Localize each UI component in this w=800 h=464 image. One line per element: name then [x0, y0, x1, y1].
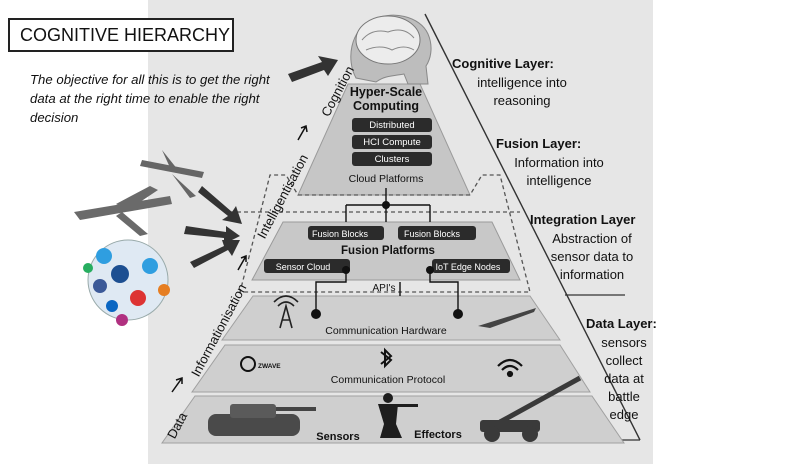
iot-edge-bar: [432, 259, 510, 273]
bar-label-hci-compute: HCI Compute: [363, 137, 421, 148]
hyper-scale-label: Hyper-Scale: [350, 85, 422, 99]
server-bar-stack: [352, 118, 432, 166]
bar-label-clusters: Clusters: [375, 154, 410, 165]
communication-protocol-tier: [191, 344, 591, 393]
airplane-icon: [74, 186, 172, 236]
tank-icon: [208, 404, 316, 436]
fusion-blocks-right-label: Fusion Blocks: [404, 229, 461, 239]
bluetooth-icon: [380, 347, 393, 369]
glider-icon: [478, 308, 536, 328]
artillery-icon: [480, 375, 582, 442]
cognitive-layer-title: Cognitive Layer:: [452, 56, 554, 71]
fusion-block-bar-right: [398, 226, 476, 240]
brain-head-icon: [350, 14, 432, 85]
iot-edge-nodes-label: IoT Edge Nodes: [436, 262, 501, 272]
connector-dots: [311, 201, 463, 319]
sensor-cloud-label: Sensor Cloud: [276, 262, 331, 272]
data-layer-title: Data Layer:: [586, 316, 657, 331]
hierarchy-bracket-line: [424, 13, 641, 441]
radio-tower-icon: [273, 295, 299, 329]
drone-icon: [140, 150, 204, 198]
axis-arrows: [171, 124, 308, 393]
diagram-title: COGNITIVE HIERARCHY: [8, 18, 234, 52]
zwave-label: ZWAVE: [258, 363, 281, 370]
communication-hardware-tier: [221, 295, 561, 341]
wifi-icon: [497, 358, 523, 378]
fusion-block-bar-left: [308, 226, 384, 240]
communication-hardware-label: Communication Hardware: [325, 325, 447, 337]
social-network-icon: [83, 239, 170, 326]
zwave-logo-icon: [240, 356, 256, 372]
computing-label: Computing: [353, 99, 419, 113]
cloud-platforms-label: Cloud Platforms: [349, 173, 424, 185]
apis-label: API's: [372, 283, 395, 294]
fusion-layer-title: Fusion Layer:: [496, 136, 582, 151]
effectors-label: Effectors: [414, 429, 462, 441]
soldier-icon: [378, 393, 418, 438]
communication-protocol-label: Communication Protocol: [331, 374, 445, 386]
fusion-blocks-left-label: Fusion Blocks: [312, 229, 369, 239]
big-arrows: [184, 56, 338, 268]
objective-text: The objective for all this is to get the…: [30, 72, 270, 125]
sensor-cloud-bar: [264, 259, 350, 273]
bar-label-distributed: Distributed: [369, 120, 414, 131]
fusion-platforms-label: Fusion Platforms: [341, 245, 435, 257]
sensors-label: Sensors: [316, 431, 359, 443]
integration-layer-title: Integration Layer: [530, 212, 636, 227]
